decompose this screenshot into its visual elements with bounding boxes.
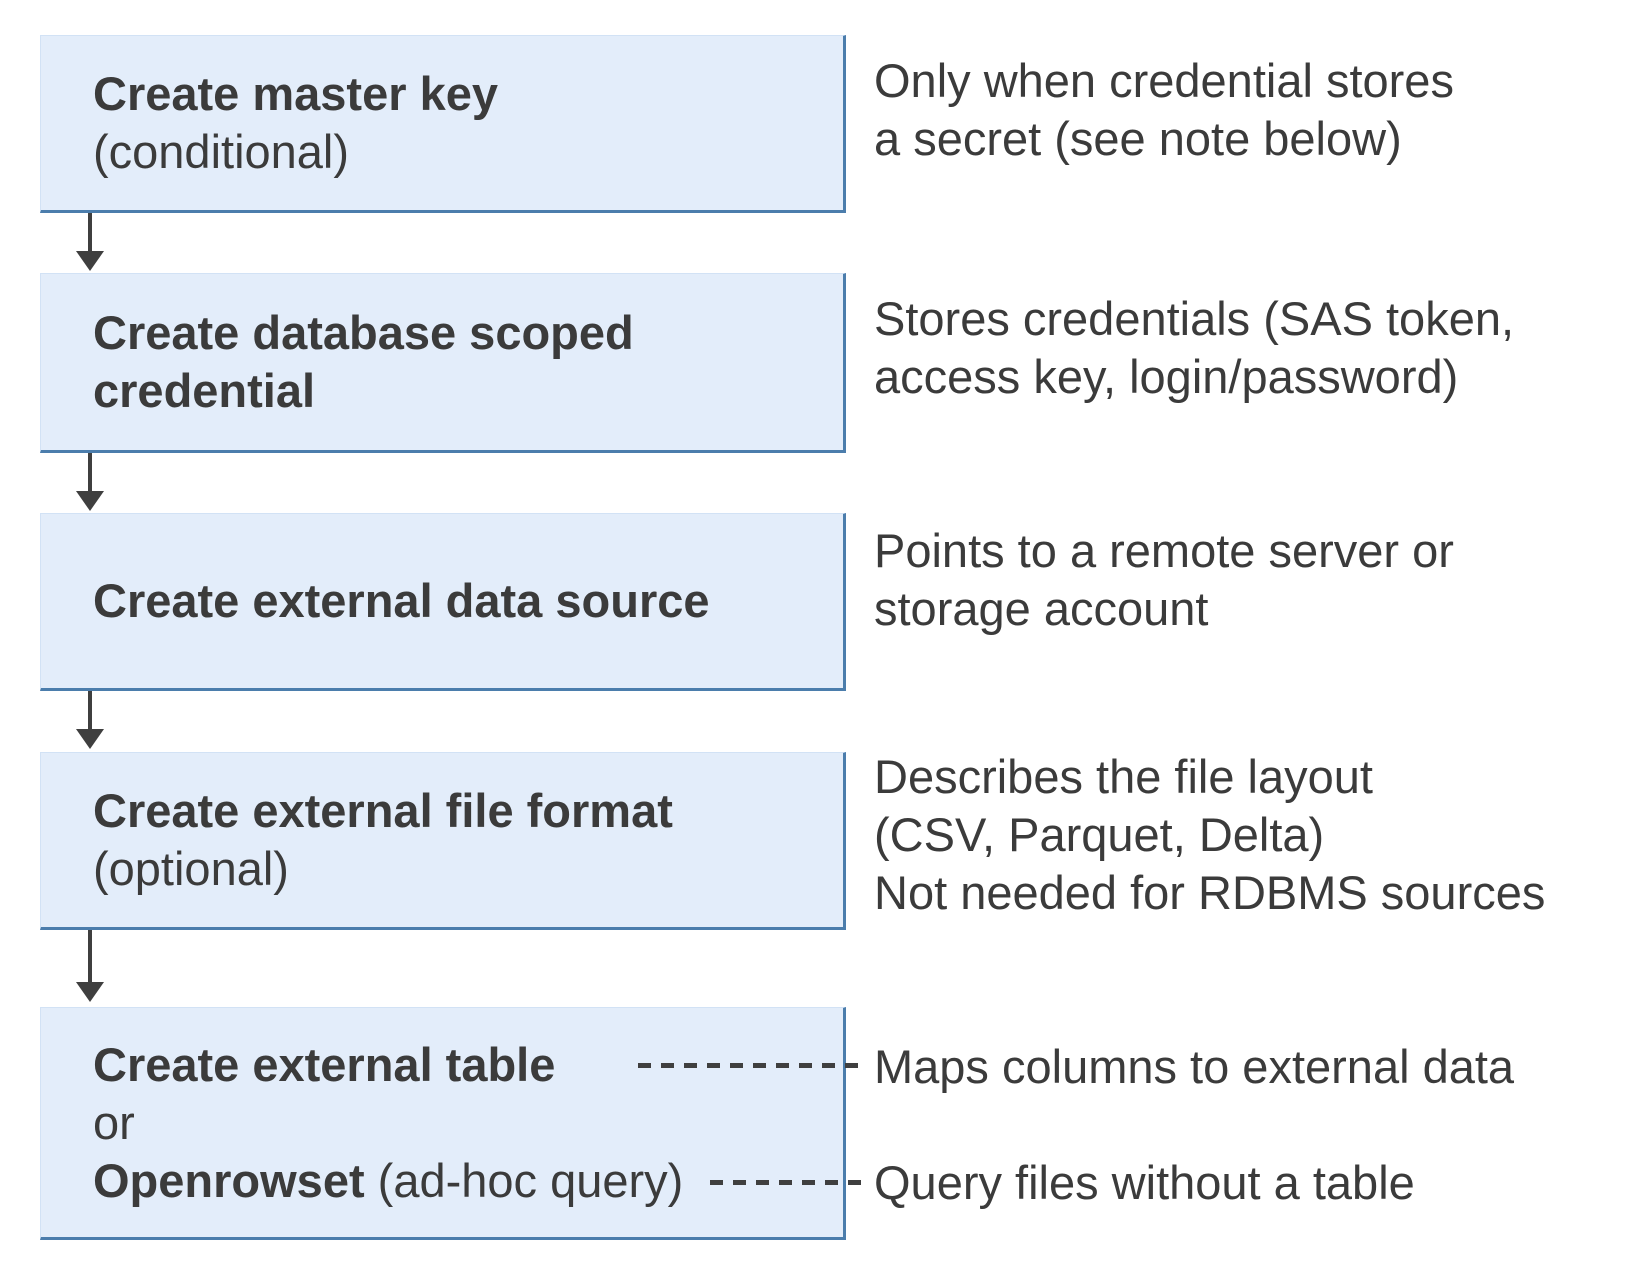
annotation-line: a secret (see note below) xyxy=(874,112,1402,165)
flow-arrow-down-icon xyxy=(76,213,104,271)
step-box-create-external-table-or-openrowset: Create external table or Openrowset (ad-… xyxy=(40,1007,846,1240)
annotation-line: Only when credential stores xyxy=(874,54,1454,107)
step-qualifier: (conditional) xyxy=(93,125,350,178)
annotation-line: storage account xyxy=(874,582,1209,635)
annotation-line: Not needed for RDBMS sources xyxy=(874,866,1546,919)
annotation-external-table: Maps columns to external data xyxy=(874,1038,1630,1096)
step-title-bold: Create external table xyxy=(93,1037,556,1091)
arrow-head xyxy=(76,982,104,1002)
arrow-head xyxy=(76,729,104,749)
flow-arrow-down-icon xyxy=(76,930,104,1002)
step-title: Create external file format xyxy=(93,784,673,837)
annotation-line: Query files without a table xyxy=(874,1156,1415,1209)
arrow-shaft xyxy=(88,930,92,984)
step-box-create-database-scoped-credential: Create database scoped credential xyxy=(40,273,846,453)
step-title-bold: Openrowset xyxy=(93,1153,365,1207)
arrow-head xyxy=(76,251,104,271)
step-title-alt: Openrowset (ad-hoc query) xyxy=(93,1152,809,1210)
annotation-line: Maps columns to external data xyxy=(874,1040,1515,1093)
annotation-file-format: Describes the file layout (CSV, Parquet,… xyxy=(874,748,1630,922)
annotation-line: Stores credentials (SAS token, xyxy=(874,292,1515,345)
step-title: Create database scoped credential xyxy=(93,306,634,417)
step-box-create-master-key: Create master key (conditional) xyxy=(40,35,846,213)
annotation-data-source: Points to a remote server or storage acc… xyxy=(874,522,1630,638)
step-qualifier: (optional) xyxy=(93,842,289,895)
annotation-line: (CSV, Parquet, Delta) xyxy=(874,808,1325,861)
step-title: Create external data source xyxy=(93,574,710,627)
annotation-openrowset: Query files without a table xyxy=(874,1154,1630,1212)
annotation-line: access key, login/password) xyxy=(874,350,1459,403)
step-box-create-external-file-format: Create external file format (optional) xyxy=(40,752,846,930)
step-or-label: or xyxy=(93,1095,135,1149)
annotation-line: Describes the file layout xyxy=(874,750,1373,803)
flow-arrow-down-icon xyxy=(76,453,104,511)
arrow-head xyxy=(76,491,104,511)
annotation-line: Points to a remote server or xyxy=(874,524,1454,577)
flow-arrow-down-icon xyxy=(76,691,104,749)
dashed-connector-openrowset xyxy=(710,1180,868,1185)
step-box-create-external-data-source: Create external data source xyxy=(40,513,846,691)
arrow-shaft xyxy=(88,691,92,731)
annotation-master-key: Only when credential stores a secret (se… xyxy=(874,52,1630,168)
step-title: Create external table xyxy=(93,1036,809,1094)
annotation-scoped-credential: Stores credentials (SAS token, access ke… xyxy=(874,290,1630,406)
arrow-shaft xyxy=(88,213,92,253)
step-title-suffix: (ad-hoc query) xyxy=(364,1153,684,1207)
arrow-shaft xyxy=(88,453,92,493)
step-title: Create master key xyxy=(93,67,498,120)
dashed-connector-external-table xyxy=(638,1063,868,1068)
